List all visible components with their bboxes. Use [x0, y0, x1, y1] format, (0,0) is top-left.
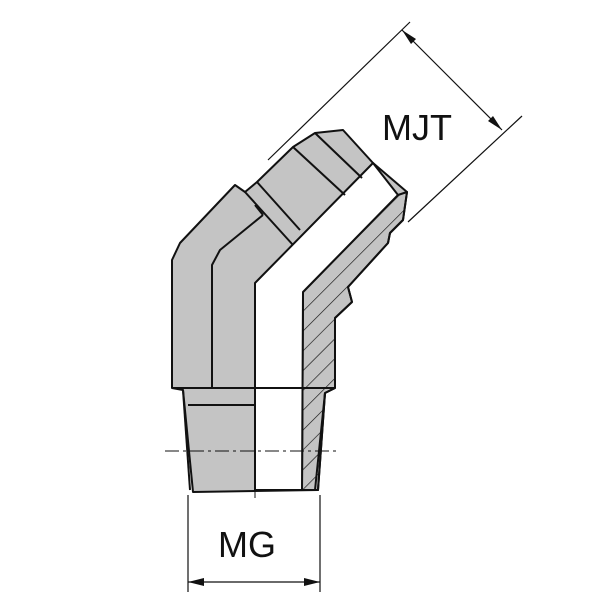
mjt-label: MJT [382, 107, 452, 148]
mg-dimension [187, 495, 321, 592]
mg-label: MG [218, 524, 276, 565]
mjt-dimension [267, 21, 523, 223]
